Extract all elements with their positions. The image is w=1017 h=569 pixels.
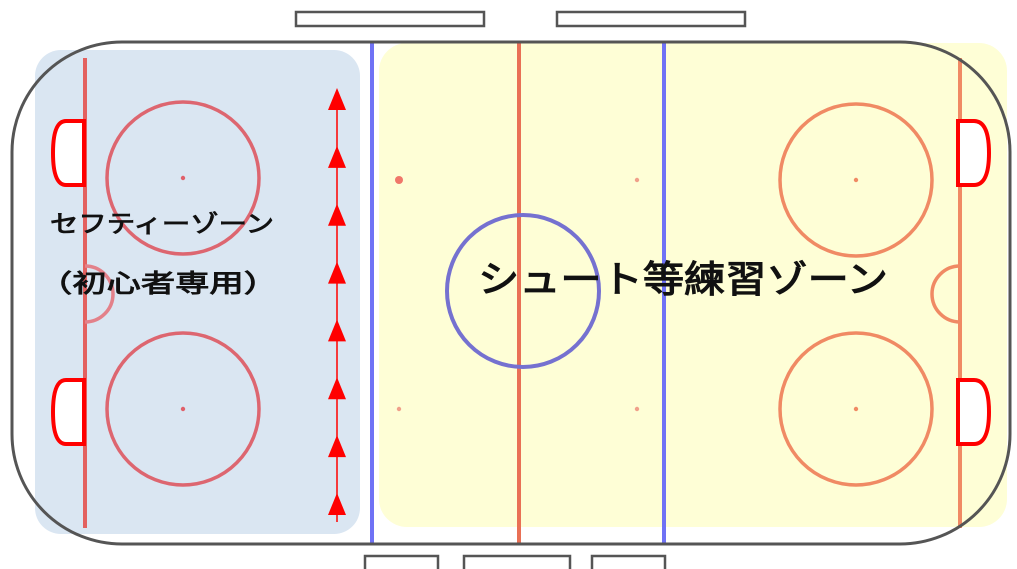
goal-crease-right-bottom [956, 378, 992, 446]
direction-arrow-icon [328, 203, 346, 226]
faceoff-dot [853, 177, 859, 183]
faceoff-dot [180, 406, 186, 412]
faceoff-dot [853, 406, 859, 412]
direction-arrow-icon [328, 435, 346, 458]
direction-arrow-icon [328, 377, 346, 400]
faceoff-dot [634, 177, 640, 183]
bench-top-left [294, 10, 486, 28]
faceoff-circle-bottom-right [778, 331, 934, 487]
direction-arrow-icon [328, 145, 346, 168]
direction-arrow-icon [328, 319, 346, 342]
safety-zone-subtitle: （初心者専用） [38, 269, 278, 298]
direction-arrow-icon [328, 88, 346, 110]
goal-creases [50, 119, 992, 446]
practice-zone-area [379, 43, 1007, 527]
direction-arrow-icon [328, 493, 346, 515]
arrow-line [328, 88, 346, 522]
goal-crease-right-top [956, 119, 992, 187]
faceoff-circle-top-right [778, 102, 934, 258]
safety-zone-title: セフティーゾーン [50, 210, 274, 238]
safety-zone-area [35, 50, 360, 534]
faceoff-dot [395, 176, 403, 184]
faceoff-circles [105, 100, 934, 487]
goal-crease-left-bottom [50, 378, 86, 446]
practice-zone-label: シュート等練習ゾーン [478, 258, 888, 301]
faceoff-circle-top-left [105, 100, 261, 256]
faceoff-dot [396, 406, 402, 412]
rink-boards [10, 40, 1012, 546]
penalty-box-bottom-right [590, 554, 667, 569]
faceoff-dot [180, 175, 186, 181]
penalty-box-bottom-center [462, 554, 572, 569]
bench-top-right [555, 10, 747, 28]
faceoff-dot [634, 406, 640, 412]
faceoff-circle-bottom-left [105, 331, 261, 487]
penalty-box-bottom-left [363, 554, 440, 569]
goal-crease-left-top [50, 119, 86, 187]
faceoff-dots [180, 175, 859, 412]
direction-arrow-icon [328, 261, 346, 284]
referee-crease-left [84, 264, 115, 324]
center-circle [445, 213, 601, 369]
team-benches [294, 10, 747, 569]
arrow-heads [328, 88, 346, 515]
referee-crease-right [930, 264, 961, 324]
